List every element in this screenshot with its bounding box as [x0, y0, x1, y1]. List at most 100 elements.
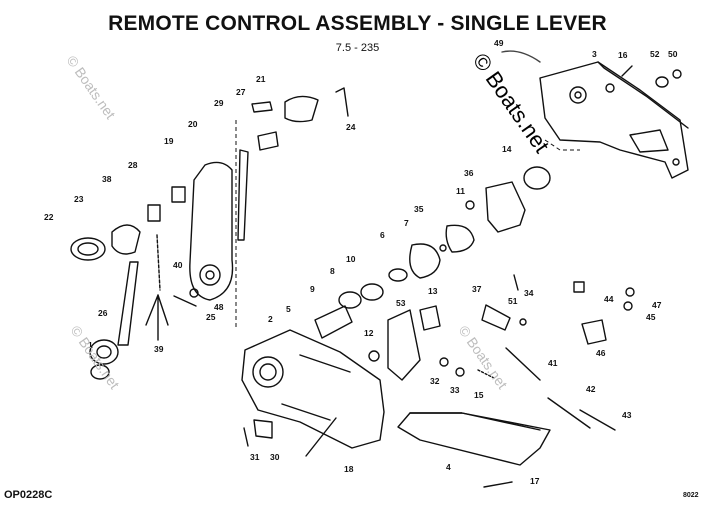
- part-shape-14: [523, 166, 551, 190]
- part-label: 31: [250, 452, 260, 462]
- watermark-faint-2: © Boats.net: [456, 323, 511, 392]
- part-shape-21: [284, 95, 319, 123]
- part-label: 18: [344, 464, 354, 474]
- watermark-faint-3: © Boats.net: [68, 323, 123, 392]
- part-label: 17: [530, 476, 540, 486]
- part-label: 11: [456, 186, 465, 196]
- part-shape-8: [360, 283, 384, 301]
- part-shape-9: [338, 291, 362, 309]
- part-label: 37: [472, 284, 482, 294]
- part-shape-28: [171, 186, 186, 203]
- part-label: 26: [98, 308, 108, 318]
- part-label: 13: [428, 286, 438, 296]
- part-label: 8: [330, 266, 335, 276]
- part-shape-19: [189, 161, 234, 301]
- part-shape-34: [513, 274, 519, 291]
- part-shape-24: [335, 87, 349, 117]
- part-shape-38: [147, 204, 161, 222]
- part-label: 12: [364, 328, 374, 338]
- part-shape-11: [465, 200, 475, 210]
- part-shape-15: [477, 369, 495, 379]
- part-label: 27: [236, 87, 246, 97]
- part-shape-26: [117, 261, 139, 346]
- part-label: 46: [596, 348, 606, 358]
- part-label: 51: [508, 296, 518, 306]
- part-label: 42: [586, 384, 596, 394]
- part-label: 41: [548, 358, 558, 368]
- part-shape-33: [455, 367, 465, 377]
- part-shape-48: [189, 288, 199, 298]
- part-label: 6: [380, 230, 385, 240]
- part-shape-51: [519, 318, 527, 326]
- part-shape-41: [505, 347, 541, 381]
- part-shape-1: [90, 364, 110, 380]
- part-shape-27: [251, 101, 273, 113]
- part-label: 44: [604, 294, 614, 304]
- part-shape-2: [241, 329, 385, 449]
- part-shape-37: [481, 304, 511, 331]
- part-label: 36: [464, 168, 474, 178]
- part-shape-7: [439, 244, 447, 252]
- part-label: 20: [188, 119, 198, 129]
- part-shape-39: [145, 294, 169, 341]
- part-label: 14: [502, 144, 512, 154]
- part-shape-18: [305, 417, 337, 457]
- part-shape-47: [625, 287, 635, 297]
- part-shape-20: [237, 149, 249, 241]
- part-shape-31: [243, 427, 249, 447]
- part-label: 22: [44, 212, 54, 222]
- part-shape-22: [70, 237, 106, 261]
- part-shape-13: [419, 305, 441, 331]
- part-label: 50: [668, 49, 678, 59]
- part-label: 16: [618, 50, 628, 60]
- part-shape-4: [397, 412, 551, 466]
- part-label: 3: [592, 49, 597, 59]
- part-label: 33: [450, 385, 460, 395]
- part-label: 1: [88, 340, 93, 350]
- part-label: 25: [206, 312, 216, 322]
- part-label: 9: [310, 284, 315, 294]
- part-shape-36: [485, 181, 526, 233]
- part-shape-5: [314, 305, 353, 339]
- part-label: 19: [164, 136, 174, 146]
- part-label: 45: [646, 312, 656, 322]
- part-label: 34: [524, 288, 534, 298]
- part-shape-30: [253, 419, 273, 439]
- part-label: 2: [268, 314, 273, 324]
- part-label: 28: [128, 160, 138, 170]
- part-shape-43: [579, 409, 616, 431]
- part-shape-40: [156, 234, 161, 291]
- part-shape-35: [445, 224, 475, 253]
- part-label: 40: [173, 260, 183, 270]
- part-shape-53: [387, 309, 421, 381]
- part-labels: 1 2 3 4 5 6 7 8 9 10 11 12 13 14 15 16 1…: [44, 38, 678, 486]
- part-shape-16: [621, 65, 633, 77]
- part-label: 30: [270, 452, 280, 462]
- part-shape-10: [388, 268, 408, 282]
- part-label: 49: [494, 38, 504, 48]
- part-label: 15: [474, 390, 484, 400]
- part-label: 38: [102, 174, 112, 184]
- part-label: 24: [346, 122, 356, 132]
- watermark-faint-1: © Boats.net: [64, 53, 119, 122]
- part-label: 48: [214, 302, 224, 312]
- part-shape-44: [573, 281, 585, 293]
- part-shape-52: [655, 76, 669, 88]
- part-label: 7: [404, 218, 409, 228]
- part-label: 39: [154, 344, 164, 354]
- part-shape-32: [439, 357, 449, 367]
- part-label: 35: [414, 204, 424, 214]
- watermark-main: © Boats.net: [468, 49, 555, 158]
- part-shape-6: [409, 243, 441, 279]
- part-shape-49: [501, 50, 541, 63]
- diagram-subtitle: 7.5 - 235: [335, 42, 380, 54]
- part-shape-45: [623, 301, 633, 311]
- part-label: 5: [286, 304, 291, 314]
- part-label: 4: [446, 462, 451, 472]
- part-label: 32: [430, 376, 440, 386]
- part-shape-3: [539, 61, 689, 179]
- part-shape-17: [483, 481, 513, 488]
- part-shape-23: [111, 224, 141, 255]
- part-shape-50: [672, 69, 682, 79]
